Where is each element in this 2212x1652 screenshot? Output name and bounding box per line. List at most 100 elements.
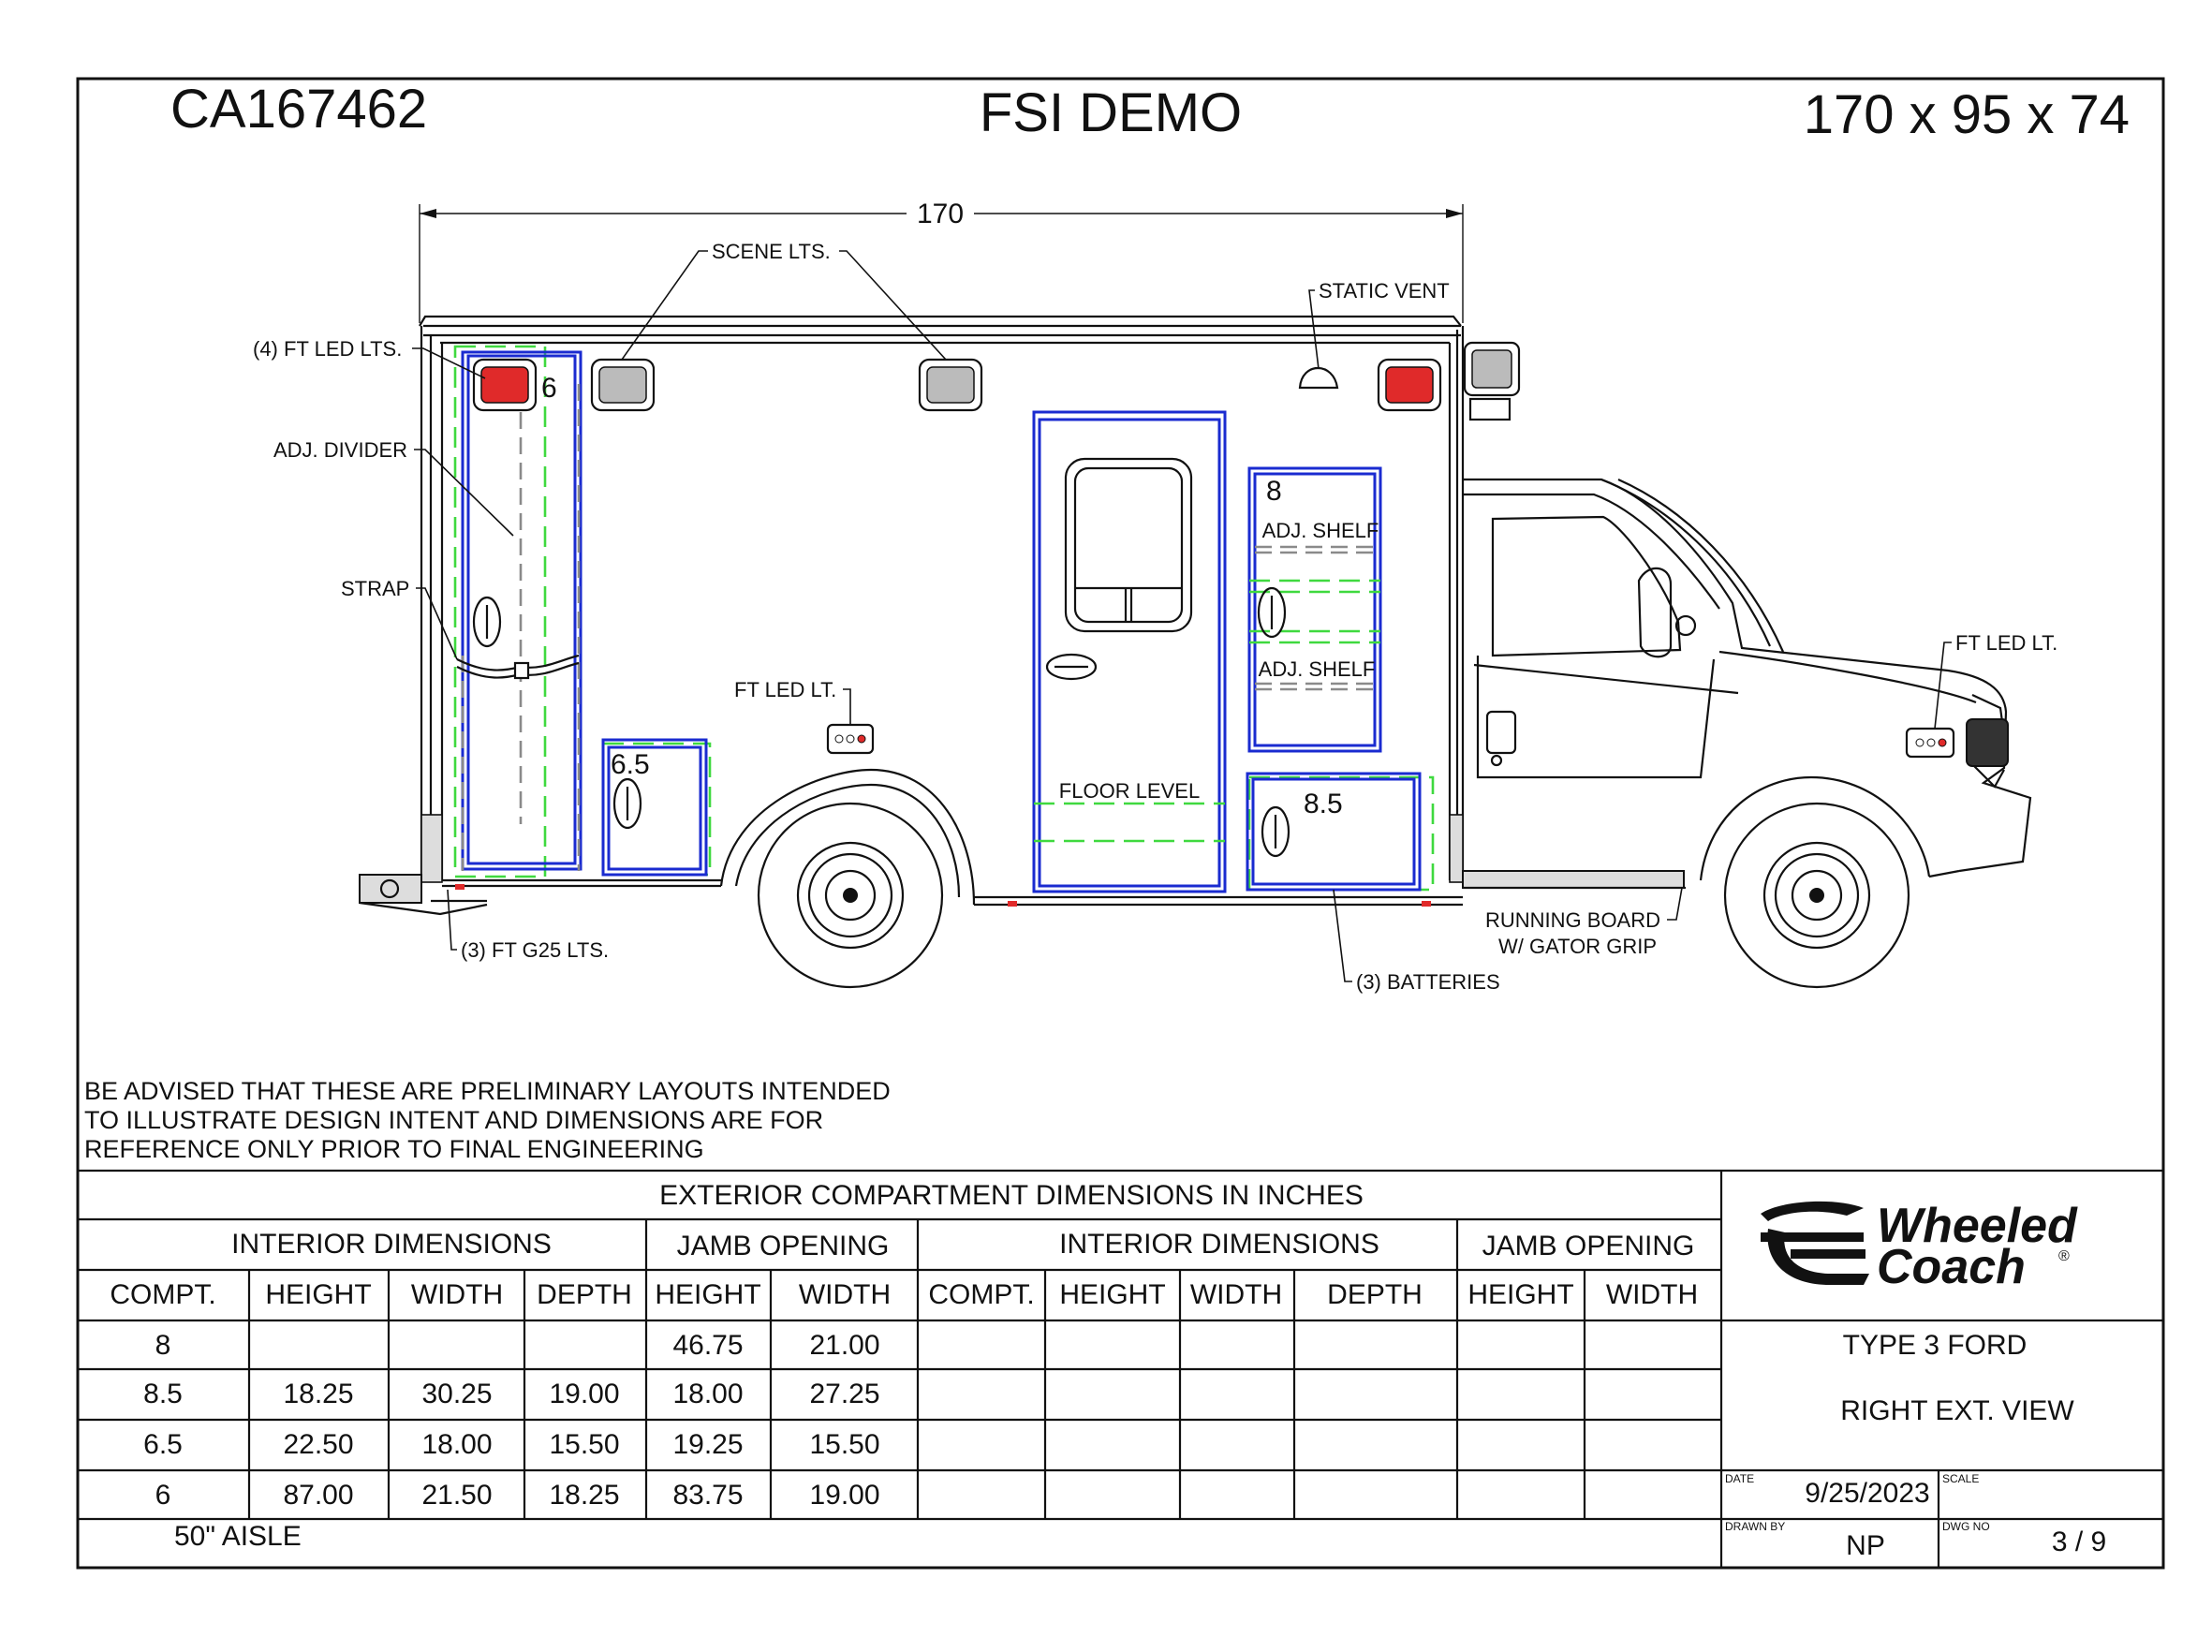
table-cell: 83.75 <box>672 1480 743 1511</box>
preliminary-notice: BE ADVISED THAT THESE ARE PRELIMINARY LA… <box>84 1077 891 1163</box>
svg-text:SCENE LTS.: SCENE LTS. <box>712 240 831 263</box>
table-row: 6.5 22.50 18.00 15.50 19.25 15.50 <box>143 1429 879 1460</box>
view-label: RIGHT EXT. VIEW <box>1840 1395 2074 1426</box>
table-cell: 27.25 <box>809 1379 879 1409</box>
table-cell: 21.00 <box>809 1330 879 1361</box>
column-header: HEIGHT <box>1467 1279 1573 1310</box>
compartment-8-tag: 8 <box>1266 476 1282 507</box>
group-jamb-left: JAMB OPENING <box>677 1231 890 1261</box>
svg-text:W/ GATOR GRIP: W/ GATOR GRIP <box>1498 935 1657 958</box>
wheeled-coach-logo: Wheeled Coach ® <box>1761 1199 2078 1294</box>
sheet-border <box>76 77 2165 1570</box>
column-header: HEIGHT <box>1059 1279 1165 1310</box>
table-cell: 18.25 <box>283 1379 353 1409</box>
callout-adj-divider: ADJ. DIVIDER <box>273 438 514 537</box>
column-header: HEIGHT <box>265 1279 371 1310</box>
callout-strap: STRAP <box>341 577 458 660</box>
table-cell: 6 <box>155 1480 171 1511</box>
column-header: DEPTH <box>1327 1279 1423 1310</box>
compartment-6: 6 <box>453 345 582 878</box>
front-wheel <box>1723 802 1910 989</box>
svg-text:STATIC VENT: STATIC VENT <box>1319 279 1450 302</box>
svg-text:FT LED LT.: FT LED LT. <box>1955 631 2057 655</box>
overall-length-dimension: 170 <box>419 199 1464 323</box>
date-value: 9/25/2023 <box>1805 1478 1929 1509</box>
column-header: HEIGHT <box>655 1279 760 1310</box>
drawn-by-value: NP <box>1846 1530 1885 1561</box>
customer-name: FSI DEMO <box>980 82 1242 143</box>
callout-scene-lights: SCENE LTS. <box>621 240 947 361</box>
callout-ft-led-lts: (4) FT LED LTS. <box>253 337 486 379</box>
table-cell: 18.25 <box>549 1480 619 1511</box>
model-label: TYPE 3 FORD <box>1843 1330 2028 1361</box>
table-cell: 18.00 <box>421 1429 492 1460</box>
group-jamb-right: JAMB OPENING <box>1482 1231 1695 1261</box>
group-interior-left: INTERIOR DIMENSIONS <box>231 1229 552 1260</box>
scene-light-2 <box>918 358 983 412</box>
compartment-6.5: 6.5 <box>601 738 712 877</box>
job-number: CA167462 <box>170 79 427 140</box>
table-cell: 22.50 <box>283 1429 353 1460</box>
svg-text:FT LED LT.: FT LED LT. <box>734 678 836 701</box>
table-cell: 30.25 <box>421 1379 492 1409</box>
group-interior-right: INTERIOR DIMENSIONS <box>1059 1229 1379 1260</box>
date-label: DATE <box>1725 1472 1754 1485</box>
svg-text:TO ILLUSTRATE DESIGN INTENT AN: TO ILLUSTRATE DESIGN INTENT AND DIMENSIO… <box>84 1106 823 1134</box>
static-vent-dome <box>1298 366 1339 390</box>
table-cell: 15.50 <box>809 1429 879 1460</box>
table-cell: 18.00 <box>672 1379 743 1409</box>
callout-ft-led-lt-front: FT LED LT. <box>1934 631 2057 730</box>
table-cell: 87.00 <box>283 1480 353 1511</box>
title-block: Wheeled Coach ® TYPE 3 FORD RIGHT EXT. V… <box>1725 1199 2106 1568</box>
compartment-dimensions-table: EXTERIOR COMPARTMENT DIMENSIONS IN INCHE… <box>78 1169 2163 1568</box>
svg-text:STRAP: STRAP <box>341 577 409 600</box>
svg-text:REFERENCE ONLY PRIOR TO FINAL: REFERENCE ONLY PRIOR TO FINAL ENGINEERIN… <box>84 1135 704 1163</box>
adj-shelf-top-label: ADJ. SHELF <box>1262 519 1379 542</box>
module-body <box>359 315 1465 916</box>
compartment-8.5: 8.5 <box>1246 772 1435 892</box>
table-cell: 8 <box>155 1330 171 1361</box>
column-header: COMPT. <box>928 1279 1034 1310</box>
table-cell: 8.5 <box>143 1379 183 1409</box>
svg-text:BE ADVISED THAT THESE ARE PREL: BE ADVISED THAT THESE ARE PRELIMINARY LA… <box>84 1077 891 1105</box>
drawn-by-label: DRAWN BY <box>1725 1520 1785 1533</box>
logo-wordmark-1: Wheeled <box>1877 1199 2078 1253</box>
warning-light-front <box>1377 358 1442 412</box>
column-header: COMPT. <box>110 1279 215 1310</box>
compartment-6-tag: 6 <box>541 373 557 404</box>
dwg-no-label: DWG NO <box>1942 1520 1990 1533</box>
table-cell: 19.25 <box>672 1429 743 1460</box>
logo-registered-mark: ® <box>2058 1248 2070 1264</box>
callout-static-vent: STATIC VENT <box>1308 279 1450 370</box>
callout-ft-led-lt-side: FT LED LT. <box>734 678 851 725</box>
column-header: WIDTH <box>1606 1279 1698 1310</box>
svg-text:(3) BATTERIES: (3) BATTERIES <box>1356 970 1500 994</box>
column-header: WIDTH <box>1190 1279 1282 1310</box>
callout-running-board: RUNNING BOARD W/ GATOR GRIP <box>1485 887 1683 958</box>
column-header: DEPTH <box>537 1279 632 1310</box>
compartment-8: 8 ADJ. SHELF ADJ. SHELF <box>1247 466 1382 753</box>
svg-text:RUNNING BOARD: RUNNING BOARD <box>1485 908 1660 932</box>
column-header: WIDTH <box>799 1279 891 1310</box>
compartment-8.5-tag: 8.5 <box>1304 789 1343 819</box>
logo-wordmark-2: Coach <box>1877 1240 2026 1294</box>
scene-light-1 <box>590 358 656 412</box>
column-header: WIDTH <box>411 1279 503 1310</box>
table-cell: 15.50 <box>549 1429 619 1460</box>
adj-shelf-bottom-label: ADJ. SHELF <box>1259 657 1376 681</box>
side-led-light <box>826 723 875 755</box>
callout-batteries: (3) BATTERIES <box>1333 889 1500 994</box>
cab-chassis <box>1462 478 2032 890</box>
cab-roof-light <box>1463 341 1521 421</box>
rear-wheel <box>757 802 944 989</box>
table-cell: 6.5 <box>143 1429 183 1460</box>
table-cell: 21.50 <box>421 1480 492 1511</box>
svg-text:(4) FT LED LTS.: (4) FT LED LTS. <box>253 337 402 361</box>
callout-ft-g25-lts: (3) FT G25 LTS. <box>447 889 609 962</box>
side-entry-door: FLOOR LEVEL <box>1032 410 1227 893</box>
compartment-6.5-tag: 6.5 <box>611 749 650 780</box>
